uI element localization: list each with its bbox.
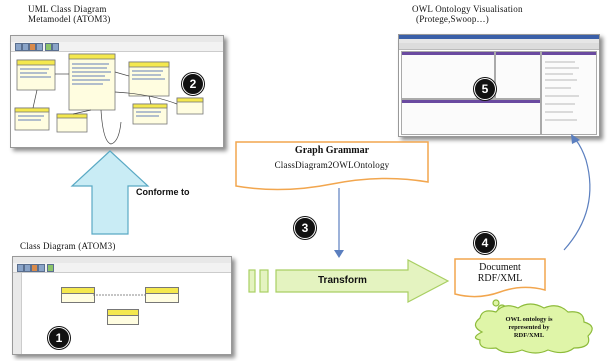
graph-grammar-box bbox=[235, 141, 429, 191]
toolbar-icon bbox=[22, 43, 29, 51]
instances-panel bbox=[401, 99, 541, 135]
step-4-badge: 4 bbox=[474, 232, 496, 254]
panel-header bbox=[402, 52, 494, 55]
class-header bbox=[62, 288, 94, 294]
cloud-line2: represented by bbox=[508, 324, 550, 331]
rdf-document-box bbox=[454, 258, 546, 298]
step-1-badge: 1 bbox=[48, 327, 70, 349]
class-box bbox=[107, 309, 139, 325]
step-3-badge: 3 bbox=[294, 217, 316, 239]
toolbar-icon bbox=[45, 43, 52, 51]
menu-bar bbox=[399, 39, 599, 43]
document-line1: Document bbox=[479, 262, 521, 273]
toolbar bbox=[13, 263, 231, 273]
step-5-badge: 5 bbox=[474, 78, 496, 100]
document-to-owl-arrow bbox=[563, 134, 591, 251]
step-2-badge: 2 bbox=[182, 73, 204, 95]
toolbar bbox=[11, 42, 223, 52]
class-box bbox=[14, 53, 204, 133]
transform-label: Transform bbox=[318, 275, 367, 286]
graph-grammar-title: Graph Grammar bbox=[294, 145, 370, 156]
class-diagram-screenshot bbox=[12, 256, 232, 355]
cloud-text: OWL ontology is represented by RDF/XML bbox=[486, 316, 572, 340]
class-header bbox=[108, 310, 138, 316]
uml-metamodel-title: UML Class Diagram Metamodel (ATOM3) bbox=[14, 4, 184, 24]
association-lines bbox=[93, 294, 145, 296]
rdf-note-cloud bbox=[474, 299, 593, 354]
toolbar-icon bbox=[17, 264, 24, 272]
metamodel-diagram bbox=[14, 53, 204, 145]
owl-visualisation-title: OWL Ontology Visualisation (Protege,Swoo… bbox=[412, 4, 612, 24]
toolbar-icon bbox=[31, 264, 38, 272]
class-editor-panel bbox=[495, 51, 541, 99]
owl-title-line2: (Protege,Swoop…) bbox=[416, 14, 489, 24]
cloud-line1: OWL ontology is bbox=[505, 316, 553, 323]
properties-panel bbox=[541, 51, 597, 135]
side-panel bbox=[13, 273, 22, 354]
grammar-to-transform-connector bbox=[334, 188, 344, 258]
conforme-to-label: Conforme to bbox=[136, 187, 190, 197]
toolbar-icon bbox=[38, 264, 45, 272]
graph-grammar-name: ClassDiagram2OWLOntology bbox=[274, 160, 390, 170]
class-header bbox=[146, 288, 178, 294]
toolbar-icon bbox=[52, 43, 59, 51]
conforme-to-arrow bbox=[70, 150, 150, 235]
panel-header bbox=[496, 52, 540, 55]
owl-title-line1: OWL Ontology Visualisation bbox=[412, 4, 523, 14]
tab-bar bbox=[399, 43, 599, 50]
toolbar-icon bbox=[24, 264, 31, 272]
uml-title-line1: UML Class Diagram bbox=[28, 4, 107, 14]
toolbar-icon bbox=[15, 43, 22, 51]
property-list bbox=[545, 61, 579, 121]
class-header bbox=[14, 53, 204, 119]
transform-arrow bbox=[248, 259, 450, 303]
owl-visualisation-screenshot bbox=[398, 34, 600, 137]
toolbar-icon bbox=[36, 43, 43, 51]
panel-header bbox=[402, 100, 540, 103]
window-title-bar bbox=[399, 35, 599, 39]
toolbar-icon bbox=[47, 264, 54, 272]
document-line2: RDF/XML bbox=[477, 273, 523, 284]
association-lines bbox=[32, 71, 178, 145]
toolbar-icon bbox=[29, 43, 36, 51]
uml-title-line2: Metamodel (ATOM3) bbox=[28, 14, 111, 24]
attribute-lines bbox=[18, 63, 165, 121]
class-diagram-title: Class Diagram (ATOM3) bbox=[20, 241, 116, 251]
cloud-line3: RDF/XML bbox=[513, 332, 545, 339]
panel-header bbox=[542, 52, 596, 55]
class-box bbox=[145, 287, 179, 303]
